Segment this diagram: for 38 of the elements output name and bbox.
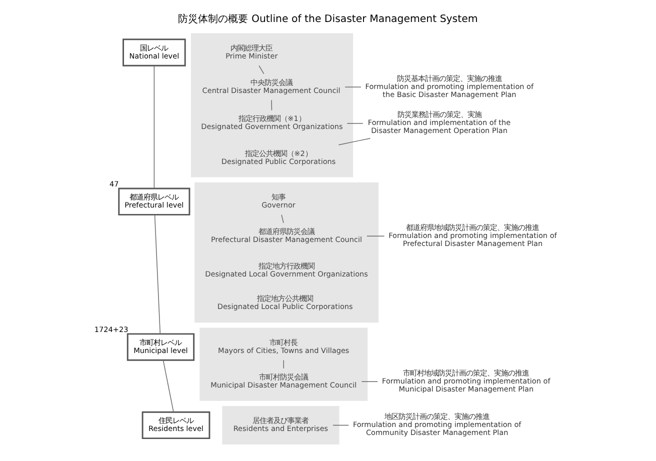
node-box: 国レベル National level (122, 38, 186, 66)
node-text: 地区防災計画の策定、実施の推進 Formulation and promoting implementation of Community Disaster Management Plan (352, 412, 522, 438)
node-box: 市町村レベル Municipal level (126, 333, 195, 361)
connector (332, 424, 349, 426)
node-text: 防災基本計画の策定、実施の推進 Formulation and promoting implementation of the Basic Disaster Management Plan (365, 74, 534, 99)
node-text: 居住者及び事業者 Residents and Enterprises (233, 416, 328, 434)
node-text: 指定公共機関（※2） Designated Public Corporations (221, 148, 336, 166)
connector (271, 100, 272, 111)
node-text: 指定行政機関（※1） Designated Government Organizations (201, 114, 343, 132)
connector (361, 381, 378, 382)
connector (154, 65, 155, 189)
node-label: 47 (110, 179, 119, 188)
node-text: 市町村地域防災計画の策定、実施の推進 Formulation and promoting implementation of Municipal Disaster Management Plan (382, 368, 550, 394)
diagram-title: 防災体制の概要 Outline of the Disaster Management System (178, 14, 478, 26)
node-label: 1724+23 (94, 324, 128, 334)
connector (154, 214, 161, 334)
node-text: 内閣総理大臣 Prime Minister (226, 43, 278, 60)
cluster (222, 406, 340, 444)
connector (338, 138, 371, 146)
connector (258, 65, 264, 74)
cluster (200, 328, 368, 401)
node-text: 都道府県地域防災計画の策定、実施の推進 Formulation and promoting implementation of Prefectural Disaster Management Plan (388, 222, 557, 248)
cluster (194, 182, 379, 323)
node-text: 防災業務計画の策定、実施 Formulation and implementation of the Disaster Management Operation Plan (368, 110, 511, 136)
node-text: 指定地方公共機関 Designated Local Public Corporations (217, 294, 353, 312)
node-text: 市町村長 Mayors of Cities, Towns and Villages (218, 338, 350, 355)
node-text: 市町村防災会議 Municipal Disaster Management Council (210, 372, 357, 390)
node-text: 都道府県防災会議 Prefectural Disaster Management Council (211, 226, 362, 244)
node-box: 住民レベル Residents level (142, 411, 210, 440)
node-box: 都道府県レベル Prefectural level (118, 188, 190, 216)
connector (162, 360, 174, 412)
node-text: 中央防災会議 Central Disaster Management Council (202, 78, 340, 95)
cluster (190, 33, 354, 178)
node-text: 指定地方行政機関 Designated Local Government Organizations (205, 262, 368, 278)
connector (344, 86, 362, 88)
connector (346, 123, 364, 124)
node-text: 知事 Governor (262, 192, 296, 210)
connector (281, 214, 284, 224)
